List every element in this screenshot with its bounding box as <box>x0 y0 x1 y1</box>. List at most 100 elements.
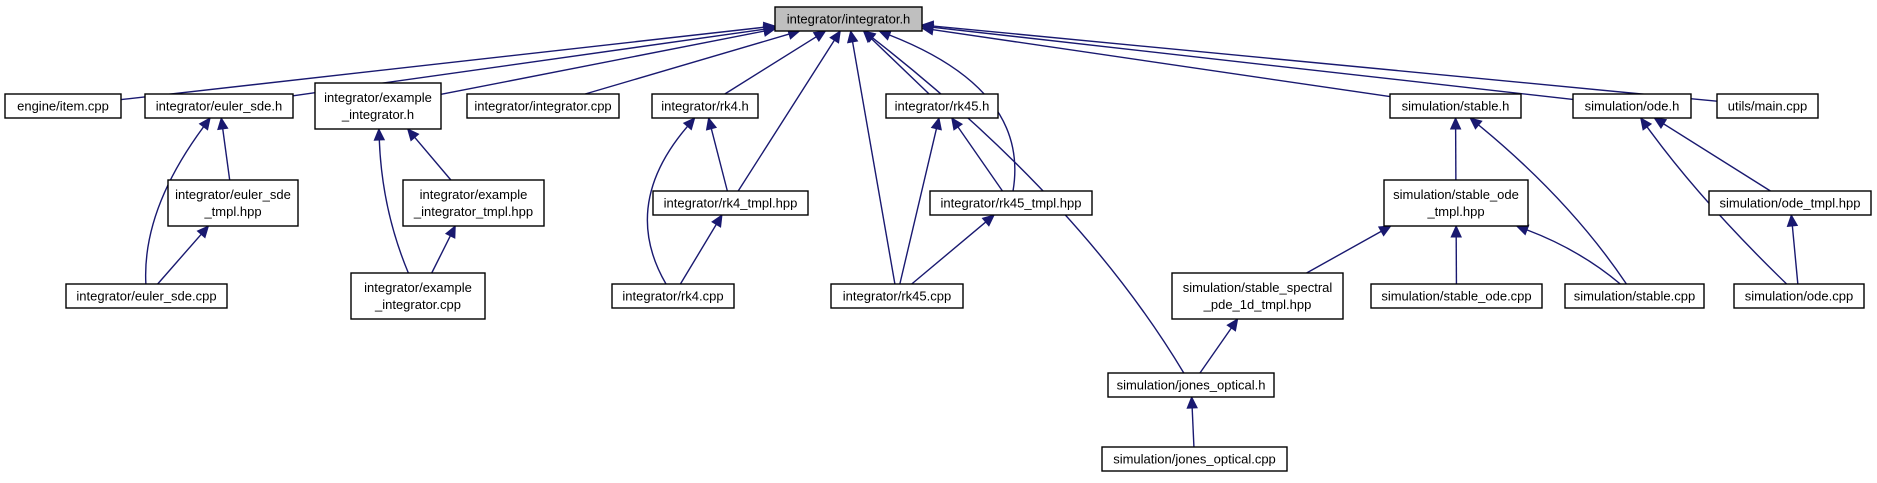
edge-jones_optical_h-to-stable_spectral_hpp <box>1199 327 1232 374</box>
node-label: simulation/ode_tmpl.hpp <box>1720 196 1861 211</box>
arrow-head-icon <box>373 127 386 141</box>
node-jones-optical-cpp[interactable]: simulation/jones_optical.cpp <box>1101 446 1288 472</box>
node-integrator-h[interactable]: integrator/integrator.h <box>774 6 923 32</box>
edge-rk45_cpp-to-integrator_h <box>851 41 896 285</box>
node-rk45-h[interactable]: integrator/rk45.h <box>885 93 999 119</box>
node-rk4-h[interactable]: integrator/rk4.h <box>651 93 759 119</box>
node-box <box>651 93 759 119</box>
arrow-head-icon <box>1450 224 1462 238</box>
node-box <box>65 283 228 309</box>
node-box <box>1564 283 1705 309</box>
node-rk4-cpp[interactable]: integrator/rk4.cpp <box>611 283 735 309</box>
node-label: integrator/euler_sde.cpp <box>76 289 216 304</box>
arrow-head-icon <box>812 30 827 42</box>
arrow-head-icon <box>846 29 859 44</box>
node-stable-spectral-hpp[interactable]: simulation/stable_spectral_pde_1d_tmpl.h… <box>1171 272 1344 320</box>
node-label: simulation/stable_ode.cpp <box>1381 289 1531 304</box>
node-label: simulation/ode.h <box>1585 99 1680 114</box>
edge-rk4_cpp-to-rk4_h <box>646 125 689 285</box>
arrow-head-icon <box>829 29 841 44</box>
node-label: integrator/rk45.cpp <box>843 289 951 304</box>
node-label: utils/main.cpp <box>1728 99 1807 114</box>
node-label: _integrator.h <box>341 107 414 122</box>
node-label: integrator/rk4.cpp <box>622 289 723 304</box>
node-box <box>1171 272 1344 320</box>
node-label: _tmpl.hpp <box>203 204 261 219</box>
node-stable-h[interactable]: simulation/stable.h <box>1389 93 1522 119</box>
node-stable-cpp[interactable]: simulation/stable.cpp <box>1564 283 1705 309</box>
node-label: _tmpl.hpp <box>1426 204 1484 219</box>
edge-euler_sde_cpp-to-euler_sde_h <box>144 126 205 285</box>
node-label: integrator/integrator.h <box>787 12 911 27</box>
node-label: simulation/stable.h <box>1402 99 1510 114</box>
arrow-head-icon <box>682 117 696 131</box>
node-label: integrator/rk45_tmpl.hpp <box>941 196 1082 211</box>
arrow-head-icon <box>705 116 718 131</box>
node-ode-cpp[interactable]: simulation/ode.cpp <box>1733 283 1865 309</box>
node-example-integrator-h[interactable]: integrator/example _integrator.h <box>314 82 442 130</box>
arrow-head-icon <box>1226 318 1239 332</box>
node-rk4-tmpl-hpp[interactable]: integrator/rk4_tmpl.hpp <box>652 190 809 216</box>
arrow-head-icon <box>1186 395 1198 409</box>
node-euler-sde-h[interactable]: integrator/euler_sde.h <box>144 93 294 119</box>
node-label: integrator/rk4.h <box>661 99 748 114</box>
node-label: engine/item.cpp <box>17 99 109 114</box>
edge-rk4_tmpl_hpp-to-rk4_h <box>710 128 729 192</box>
node-box <box>830 283 964 309</box>
edge-rk45_tmpl_hpp-to-rk45_h <box>957 126 1004 192</box>
arrow-head-icon <box>981 214 996 227</box>
node-label: integrator/rk4_tmpl.hpp <box>664 196 798 211</box>
node-box <box>652 190 809 216</box>
node-box <box>1101 446 1288 472</box>
node-label: integrator/integrator.cpp <box>474 99 611 114</box>
node-box <box>774 6 923 32</box>
arrow-head-icon <box>217 116 229 131</box>
node-box <box>1389 93 1522 119</box>
node-euler-sde-tmpl-hpp[interactable]: integrator/euler_sde_tmpl.hpp <box>167 179 299 227</box>
edge-ode_cpp-to-ode_tmpl_hpp <box>1791 225 1799 285</box>
node-integrator-cpp[interactable]: integrator/integrator.cpp <box>466 93 620 119</box>
arrow-head-icon <box>762 25 777 37</box>
node-example-integrator-cpp[interactable]: integrator/example_integrator.cpp <box>350 272 486 320</box>
node-stable-ode-tmpl-hpp[interactable]: simulation/stable_ode _tmpl.hpp <box>1383 179 1529 227</box>
edge-example_integrator_cpp-to-example_integrator_tmpl_hpp <box>431 235 451 274</box>
edge-stable_cpp-to-stable_ode_tmpl_hpp <box>1526 229 1621 285</box>
node-box <box>1708 190 1872 216</box>
node-label: simulation/jones_optical.cpp <box>1113 452 1276 467</box>
node-ode-h[interactable]: simulation/ode.h <box>1572 93 1692 119</box>
edge-rk45_cpp-to-rk45_tmpl_hpp <box>911 221 987 285</box>
node-label: _integrator_tmpl.hpp <box>413 204 533 219</box>
edge-stable_cpp-to-stable_h <box>1478 124 1628 285</box>
node-stable-ode-cpp[interactable]: simulation/stable_ode.cpp <box>1370 283 1543 309</box>
arrow-head-icon <box>198 117 211 131</box>
edge-stable_spectral_hpp-to-stable_ode_tmpl_hpp <box>1306 230 1382 274</box>
arrow-head-icon <box>930 116 942 131</box>
nodes-layer: integrator/integrator.h engine/item.cpp in… <box>4 6 1872 472</box>
arrow-head-icon <box>1377 225 1392 237</box>
node-utils-main-cpp[interactable]: utils/main.cpp <box>1716 93 1819 119</box>
node-box <box>402 179 545 227</box>
edge-rk45_cpp-to-rk45_h <box>899 128 938 285</box>
node-box <box>4 93 122 119</box>
node-label: integrator/example <box>324 90 432 105</box>
node-euler-sde-cpp[interactable]: integrator/euler_sde.cpp <box>65 283 228 309</box>
node-label: integrator/example <box>364 280 472 295</box>
node-box <box>1383 179 1529 227</box>
node-ode-tmpl-hpp[interactable]: simulation/ode_tmpl.hpp <box>1708 190 1872 216</box>
node-engine-item-cpp[interactable]: engine/item.cpp <box>4 93 122 119</box>
edge-euler_sde_tmpl_hpp-to-euler_sde_h <box>222 128 231 181</box>
node-jones-optical-h[interactable]: simulation/jones_optical.h <box>1107 372 1275 398</box>
node-label: simulation/stable_ode <box>1393 187 1519 202</box>
node-rk45-cpp[interactable]: integrator/rk45.cpp <box>830 283 964 309</box>
node-example-integrator-tmpl-hpp[interactable]: integrator/example_integrator_tmpl.hpp <box>402 179 545 227</box>
node-box <box>1733 283 1865 309</box>
node-rk45-tmpl-hpp[interactable]: integrator/rk45_tmpl.hpp <box>929 190 1093 216</box>
arrow-head-icon <box>1639 117 1653 131</box>
node-box <box>314 82 442 130</box>
arrow-head-icon <box>406 128 420 142</box>
edge-utils_main_cpp-to-integrator_h <box>932 25 1718 102</box>
arrow-head-icon <box>920 20 934 32</box>
arrow-head-icon <box>1653 117 1668 130</box>
arrow-head-icon <box>862 30 877 43</box>
